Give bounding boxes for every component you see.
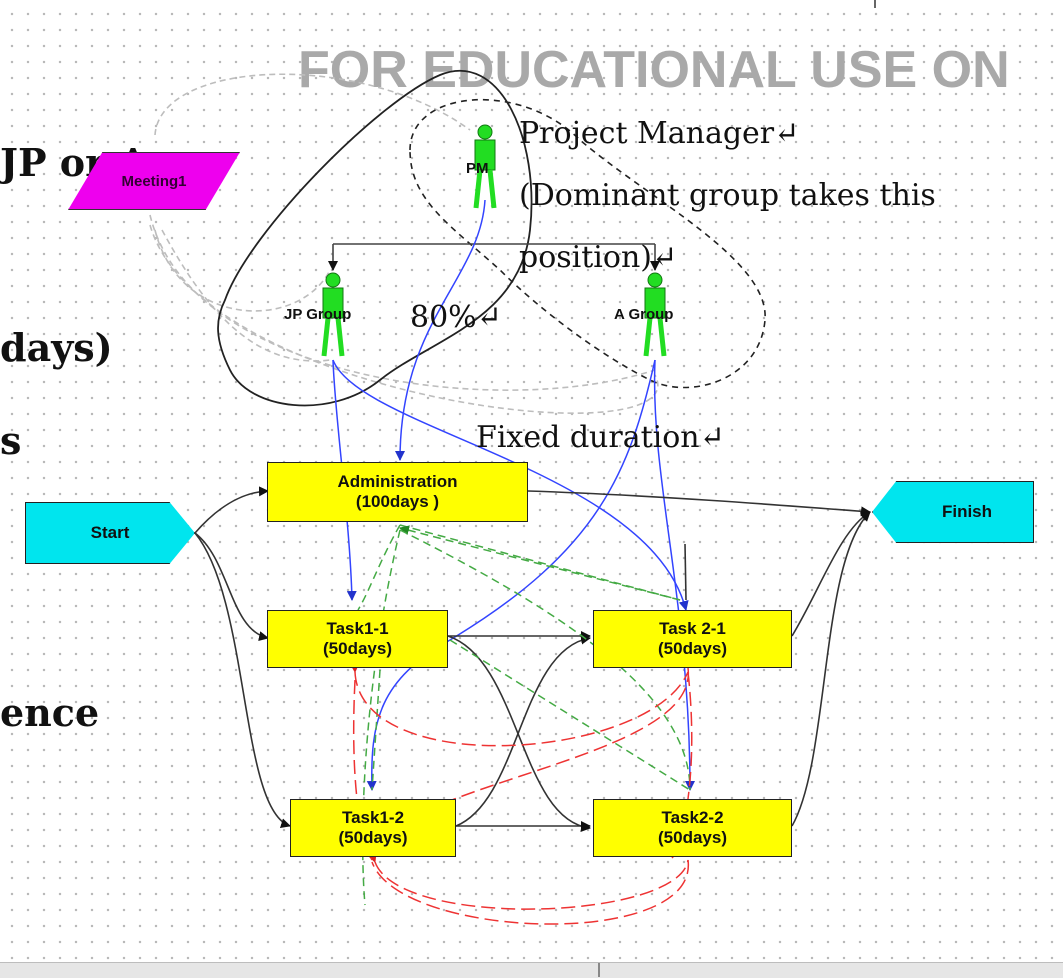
pm-note-line2: (Dominant group takes this <box>519 178 936 213</box>
task-1-2[interactable]: Task1-2 (50days) <box>290 799 456 857</box>
pm-label: PM <box>466 160 489 177</box>
task-duration: (50days) <box>338 828 408 847</box>
top-divider <box>874 0 876 8</box>
task-2-1[interactable]: Task 2-1 (50days) <box>593 610 792 668</box>
task-duration: (100days ) <box>355 492 440 511</box>
meeting-links <box>149 73 659 414</box>
pm-actor[interactable]: PM <box>462 122 508 212</box>
pm-tree <box>328 243 660 271</box>
slide-text-3: s <box>0 418 22 463</box>
horizontal-scrollbar[interactable] <box>0 962 1063 978</box>
slide-text-4: ence <box>0 690 100 735</box>
finish-label: Finish <box>941 502 993 521</box>
task-2-2[interactable]: Task2-2 (50days) <box>593 799 792 857</box>
a-group-label: A Group <box>614 306 674 323</box>
task-title: Task1-1 <box>326 619 389 638</box>
dashed-loop <box>409 98 766 389</box>
task-duration: (50days) <box>658 639 727 658</box>
person-icon <box>473 124 497 209</box>
task-title: Administration <box>337 472 458 491</box>
task-administration[interactable]: Administration (100days ) <box>267 462 528 522</box>
meeting-label: Meeting1 <box>121 172 187 190</box>
rework-links <box>349 662 693 925</box>
pm-note-line3: position)↵ <box>519 240 678 275</box>
finish-node[interactable]: Finish <box>872 481 1034 543</box>
slide-text-2: days) <box>0 325 113 370</box>
task-duration: (50days) <box>658 828 727 847</box>
jp-group-label: JP Group <box>284 306 352 323</box>
person-icon <box>643 272 667 357</box>
pm-note-line1: Project Manager↵ <box>519 116 800 151</box>
scrollbar-thumb[interactable] <box>598 963 600 977</box>
task-title: Task 2-1 <box>659 619 726 638</box>
start-label: Start <box>90 523 130 542</box>
a-group-actor[interactable] <box>632 270 678 360</box>
task-duration: (50days) <box>323 639 392 658</box>
start-node[interactable]: Start <box>25 502 195 564</box>
jp-group-actor[interactable] <box>310 270 356 360</box>
task-1-1[interactable]: Task1-1 (50days) <box>267 610 448 668</box>
percent-note: 80%↵ <box>410 300 502 335</box>
flow-links <box>194 486 871 832</box>
assignment-links <box>332 199 695 791</box>
person-icon <box>321 272 345 357</box>
enclosure-loop <box>217 69 533 407</box>
task-title: Task1-2 <box>341 808 405 827</box>
educational-watermark: FOR EDUCATIONAL USE ON <box>298 41 1010 99</box>
fixed-duration-note: Fixed duration↵ <box>476 420 725 455</box>
task-title: Task2-2 <box>661 808 724 827</box>
